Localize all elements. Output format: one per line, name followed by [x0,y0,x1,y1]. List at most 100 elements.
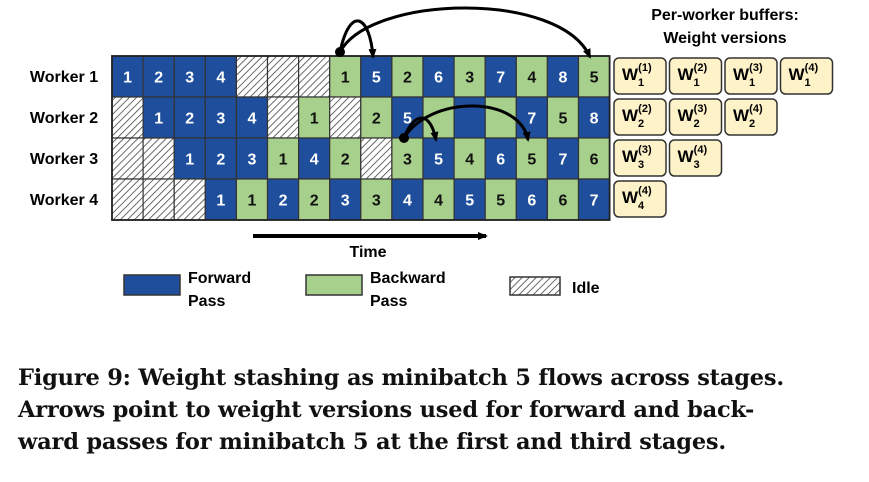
legend-forward-label-2: Pass [188,293,225,310]
legend-forward-swatch [123,274,181,296]
forward-pass-cell [204,96,238,139]
forward-pass-cell [235,137,269,180]
idle-cell [111,137,144,180]
arc-origin-dot [335,47,345,57]
minibatch-number: 5 [558,111,567,128]
caption-line: ward passes for minibatch 5 at the first… [18,429,727,455]
caption-line: Figure 9: Weight stashing as minibatch 5… [18,365,784,391]
arc-origin-dot [399,133,409,143]
forward-pass-cell [453,96,486,139]
buffers-title-line-2: Weight versions [663,30,786,47]
forward-pass-cell [142,96,175,139]
backward-pass-cell [360,96,393,139]
legend-backward-swatch [305,274,363,296]
minibatch-number: 5 [434,152,443,169]
minibatch-number: 2 [310,193,319,210]
weight-version-label: W2(3) [678,103,708,130]
forward-pass-cell [360,55,393,98]
minibatch-number: 5 [403,111,412,128]
minibatch-number: 6 [496,152,505,169]
minibatch-number: 2 [403,70,412,87]
minibatch-number: 1 [216,193,225,210]
weight-version-buffer [613,98,667,136]
weight-version-buffer [613,139,667,177]
minibatch-number: 2 [216,152,225,169]
weight-version-buffer [724,57,778,95]
pipeline-diagram: Per-worker buffers: Weight versions Work… [30,6,834,310]
forward-pass-cell [546,55,580,98]
weight-version-label: W1(4) [789,62,819,89]
idle-cell [173,178,206,221]
backward-pass-cell [515,137,548,180]
caption-line: Arrows point to weight versions used for… [18,397,755,423]
time-label: Time [349,244,386,261]
minibatch-number: 6 [558,193,567,210]
worker-label: Worker 2 [30,110,98,127]
weight-version-buffer [724,98,778,136]
minibatch-number: 1 [310,111,319,128]
worker-label: Worker 1 [30,69,98,86]
minibatch-number: 3 [247,152,256,169]
minibatch-number: 3 [185,70,194,87]
backward-pass-cell [453,137,486,180]
weight-version-label: W2(4) [733,103,763,130]
weight-version-buffer [613,180,667,218]
minibatch-number: 7 [590,193,599,210]
weight-version-buffer [668,57,723,95]
legend-forward-label: Forward [188,270,251,287]
idle-cell [266,55,300,98]
weight-buffers: W1(1)W1(2)W1(3)W1(4)W2(2)W2(3)W2(4)W3(3)… [613,57,834,218]
minibatch-number: 1 [123,70,132,87]
legend-idle-label: Idle [572,280,600,297]
weight-version-label: W4(4) [622,185,652,212]
minibatch-number: 7 [558,152,567,169]
weight-version-buffer [668,139,723,177]
idle-cell [298,55,331,98]
minibatch-number: 1 [185,152,194,169]
minibatch-number: 5 [590,70,599,87]
forward-pass-cell [484,55,517,98]
weight-version-label: W1(1) [622,62,652,89]
minibatch-number: 3 [372,193,381,210]
minibatch-number: 2 [154,70,163,87]
minibatch-number: 4 [216,70,225,87]
minibatch-number: 3 [216,111,225,128]
minibatch-number: 7 [527,111,536,128]
minibatch-number: 3 [341,193,350,210]
weight-version-label: W1(2) [678,62,708,89]
minibatch-number: 1 [279,152,288,169]
minibatch-number: 8 [558,70,567,87]
minibatch-number: 1 [154,111,163,128]
minibatch-number: 1 [341,70,350,87]
forward-pass-cell [515,96,548,139]
arc-worker3-backward5 [402,104,531,142]
legend-backward-label: Backward [370,270,446,287]
minibatch-number: 4 [527,70,536,87]
backward-pass-cell [484,178,517,221]
forward-pass-cell [484,137,517,180]
minibatch-number: 5 [372,70,381,87]
minibatch-number: 4 [403,193,412,210]
minibatch-number: 5 [527,152,536,169]
weight-version-buffer [668,98,723,136]
weight-version-label: W3(4) [678,144,708,171]
idle-cell [142,178,175,221]
minibatch-number: 6 [527,193,536,210]
idle-cell [360,137,393,180]
minibatch-number: 6 [434,70,443,87]
weight-version-label: W3(3) [622,144,652,171]
minibatch-number: 4 [434,193,443,210]
minibatch-number: 4 [247,111,256,128]
idle-cell [142,137,175,180]
forward-pass-cell [453,178,486,221]
minibatch-number: 3 [465,70,474,87]
idle-cell [266,96,300,139]
minibatch-number: 4 [465,152,474,169]
minibatch-number: 2 [372,111,381,128]
minibatch-number: 6 [590,152,599,169]
minibatch-number: 5 [496,193,505,210]
buffers-title-line-1: Per-worker buffers: [651,7,799,24]
minibatch-number: 8 [590,111,599,128]
minibatch-number: 2 [185,111,194,128]
weight-version-buffer [613,57,667,95]
